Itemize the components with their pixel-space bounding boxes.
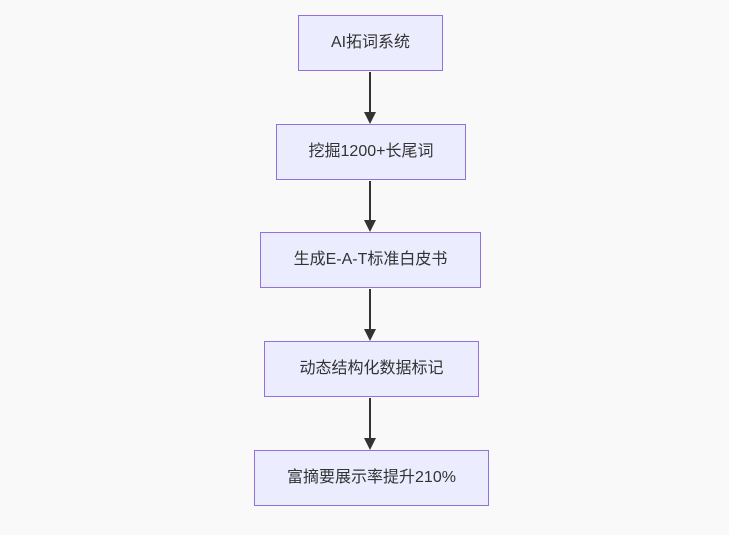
arrowhead-icon [364, 329, 376, 341]
edge-n3-n4-line [369, 289, 371, 330]
edge-n2-n3-line [369, 181, 371, 221]
arrowhead-icon [364, 112, 376, 124]
arrowhead-icon [364, 438, 376, 450]
flow-node-label: 动态结构化数据标记 [299, 360, 444, 378]
edge-n1-n2-line [369, 72, 371, 113]
flow-node-structured-data-markup: 动态结构化数据标记 [264, 341, 479, 397]
flow-node-label: 富摘要展示率提升210% [287, 469, 456, 487]
flow-node-longtail-keywords: 挖掘1200+长尾词 [276, 124, 466, 180]
flow-node-label: 挖掘1200+长尾词 [308, 143, 434, 161]
flow-node-eat-whitepaper: 生成E-A-T标准白皮书 [260, 232, 481, 288]
arrowhead-icon [364, 220, 376, 232]
flow-node-ai-expansion-system: AI拓词系统 [298, 15, 443, 71]
edge-n4-n5-line [369, 398, 371, 439]
flow-node-label: 生成E-A-T标准白皮书 [293, 251, 448, 269]
flow-node-label: AI拓词系统 [330, 34, 411, 52]
flow-node-rich-snippet-rate: 富摘要展示率提升210% [254, 450, 489, 506]
